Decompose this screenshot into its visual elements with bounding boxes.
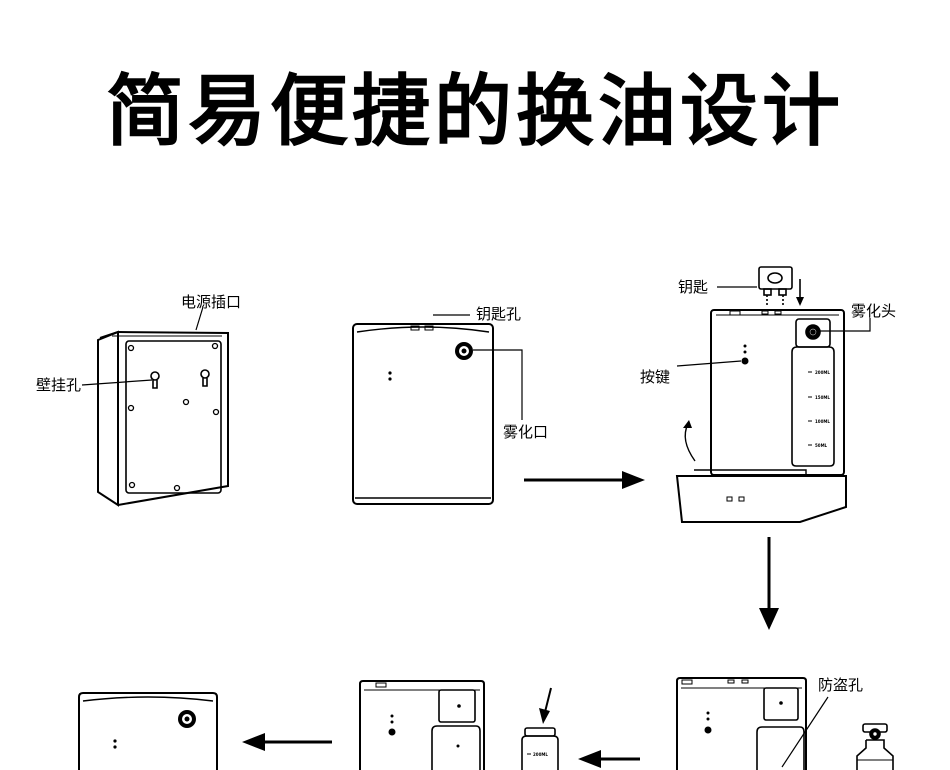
- device-back-view: [97, 330, 229, 507]
- atomizer-head-label: 雾化头: [851, 302, 897, 320]
- power-port-leader: [195, 306, 204, 331]
- final-indicator-dots: [113, 739, 117, 749]
- svg-text:150ML: 150ML: [815, 395, 830, 400]
- nozzle-icon: [455, 342, 473, 360]
- anti-theft-leader: [781, 696, 829, 768]
- arrow-left-icon-1: [242, 733, 332, 751]
- svg-text:50ML: 50ML: [815, 443, 828, 448]
- rotate-arrow-icon: [683, 420, 696, 462]
- device-closed-final: [78, 692, 218, 770]
- key-hole-label: 钥匙孔: [476, 305, 522, 323]
- nozzle-leader: [473, 349, 523, 420]
- removed-bottle-icon: [856, 723, 894, 770]
- device-open-bottle-removed-details: [704, 701, 783, 734]
- atomizer-leader: [820, 318, 871, 332]
- indicator-dots: [388, 371, 392, 381]
- page-title: 简易便捷的换油设计: [105, 67, 844, 157]
- new-bottle-mark: 200ML: [533, 752, 548, 757]
- anti-theft-hole-label: 防盗孔: [818, 676, 864, 694]
- power-port-label: 电源插口: [181, 293, 242, 311]
- device-open-bottle-removed: [676, 677, 807, 770]
- key-label: 钥匙: [678, 278, 709, 296]
- arrow-right-icon: [524, 471, 645, 489]
- wall-hook-icon: [150, 369, 210, 389]
- new-bottle-icon: [521, 727, 559, 770]
- svg-text:200ML: 200ML: [815, 370, 830, 375]
- svg-text:100ML: 100ML: [815, 419, 830, 424]
- device-open-bottle-inserted-details: [388, 704, 461, 748]
- screw-holes: [127, 342, 220, 492]
- wall-hole-label: 壁挂孔: [36, 376, 82, 394]
- key-icon: [758, 266, 793, 305]
- device-open-bottle-inserted: [359, 680, 485, 770]
- button-icon: [741, 344, 749, 365]
- bottle-scale: 200ML 150ML 100ML 50ML: [815, 370, 830, 448]
- button-leader: [676, 360, 742, 367]
- arrow-left-icon-2: [578, 750, 640, 768]
- device-front-view: [352, 323, 494, 505]
- arrow-down-icon: [759, 537, 779, 630]
- wall-hole-leader: [81, 379, 153, 386]
- arrow-down-diagonal-icon: [539, 687, 552, 724]
- device-open-view: [675, 309, 847, 523]
- button-label: 按键: [640, 368, 671, 386]
- final-nozzle-icon: [178, 710, 196, 728]
- oil-bottle-icon: [791, 318, 835, 467]
- arrow-down-small-icon: [796, 279, 804, 306]
- nozzle-outlet-label: 雾化口: [503, 423, 549, 441]
